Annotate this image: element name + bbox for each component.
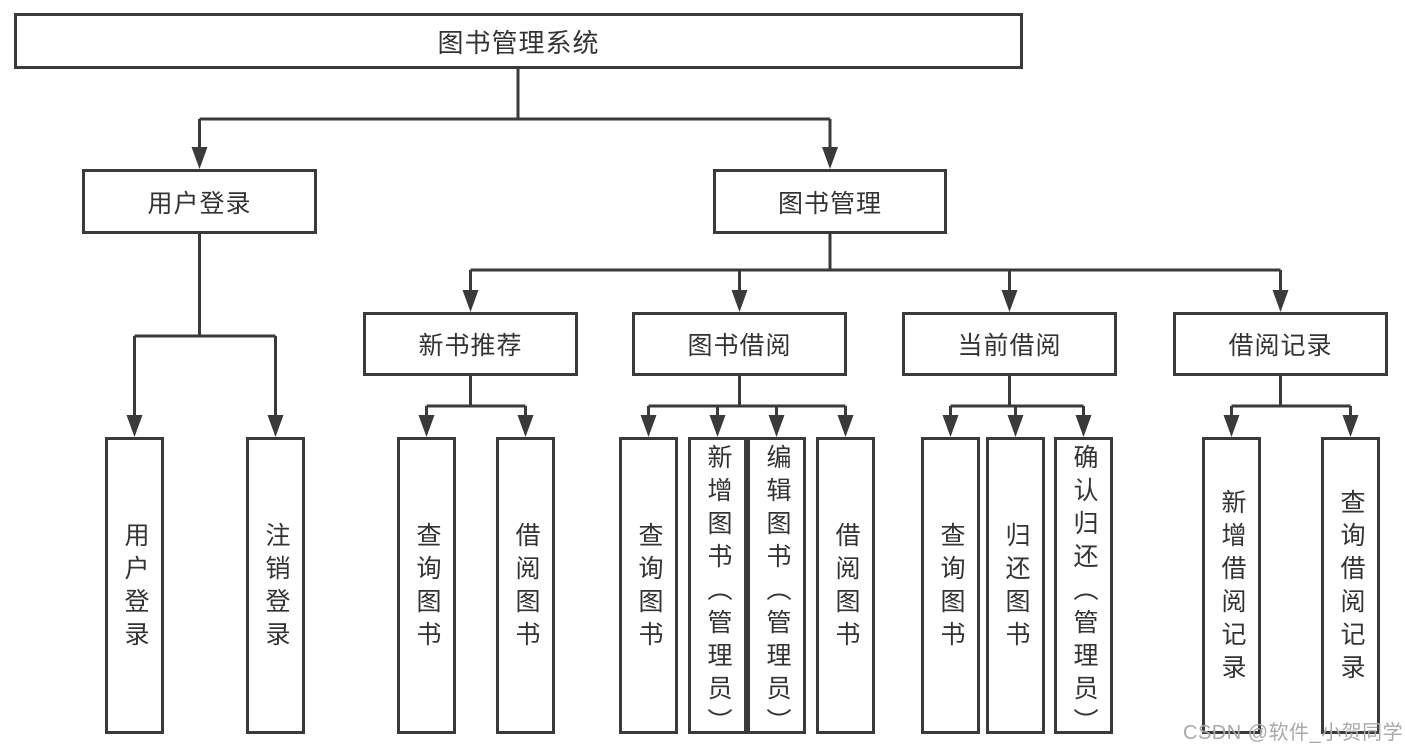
connector-new-book-recommend (418, 376, 534, 437)
leaf-query-borrow-record: 查询借阅记录 (1321, 437, 1380, 734)
leaf-user-login: 用户登录 (105, 437, 164, 734)
node-root-system: 图书管理系统 (14, 13, 1023, 69)
connector-book-borrow (640, 376, 854, 437)
leaf-logout: 注销登录 (246, 437, 305, 734)
leaf-query-books-borrow: 查询图书 (619, 437, 678, 734)
connector-book-mgmt (462, 234, 1289, 312)
leaf-confirm-return-admin: 确认归还（管理员） (1054, 437, 1113, 741)
leaf-query-books-recommend: 查询图书 (397, 437, 456, 734)
connector-current-borrow (942, 376, 1092, 437)
connector-borrow-records (1223, 376, 1359, 437)
leaf-borrow-books: 借阅图书 (816, 437, 875, 734)
node-user-login: 用户登录 (82, 169, 317, 234)
leaf-add-borrow-record: 新增借阅记录 (1202, 437, 1261, 734)
leaf-edit-book-admin: 编辑图书（管理员） (747, 437, 806, 741)
watermark: CSDN @软件_小贺同学 (1183, 722, 1404, 744)
node-book-mgmt: 图书管理 (713, 169, 947, 234)
leaf-query-books-current: 查询图书 (921, 437, 980, 734)
connector-user-login (126, 234, 284, 437)
leaf-return-book: 归还图书 (986, 437, 1045, 734)
leaf-borrow-books-recommend: 借阅图书 (496, 437, 555, 734)
connector-root (191, 69, 838, 169)
leaf-add-book-admin: 新增图书（管理员） (688, 437, 747, 741)
node-new-book-recommend: 新书推荐 (363, 312, 578, 376)
node-current-borrow: 当前借阅 (902, 312, 1117, 376)
node-book-borrow: 图书借阅 (632, 312, 847, 376)
node-borrow-records: 借阅记录 (1173, 312, 1388, 376)
